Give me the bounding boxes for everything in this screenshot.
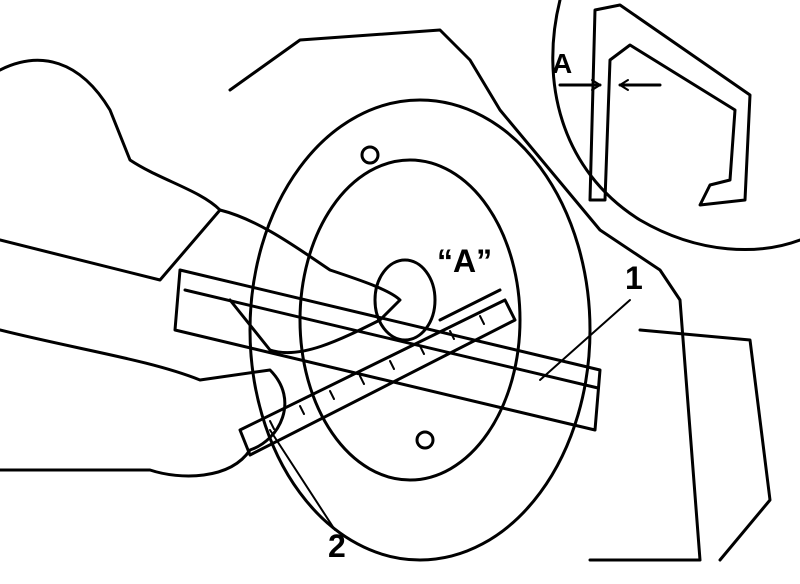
callout-1: 1 [625, 260, 643, 296]
upper-hand [218, 208, 402, 355]
flex-plate-inner [298, 158, 522, 482]
housing-body [638, 328, 772, 562]
straightedge [173, 268, 602, 432]
inset-section [588, 3, 752, 207]
ruler [238, 298, 517, 457]
callout-line-1 [539, 299, 631, 381]
bolt-hole [415, 430, 435, 450]
inset-circle [551, 0, 800, 251]
hub [373, 258, 437, 342]
lower-arm [0, 328, 287, 478]
upper-arm [0, 58, 222, 282]
dimension-arrow [438, 288, 502, 322]
ruler-ticks [269, 315, 485, 430]
housing-outline [228, 28, 702, 562]
dimension-label: “A” [437, 243, 493, 279]
callout-2: 2 [328, 528, 346, 564]
inset-dimension-label: A [552, 48, 573, 79]
flex-plate [248, 98, 592, 562]
callout-line-2 [269, 429, 336, 531]
bolt-hole [360, 145, 380, 165]
